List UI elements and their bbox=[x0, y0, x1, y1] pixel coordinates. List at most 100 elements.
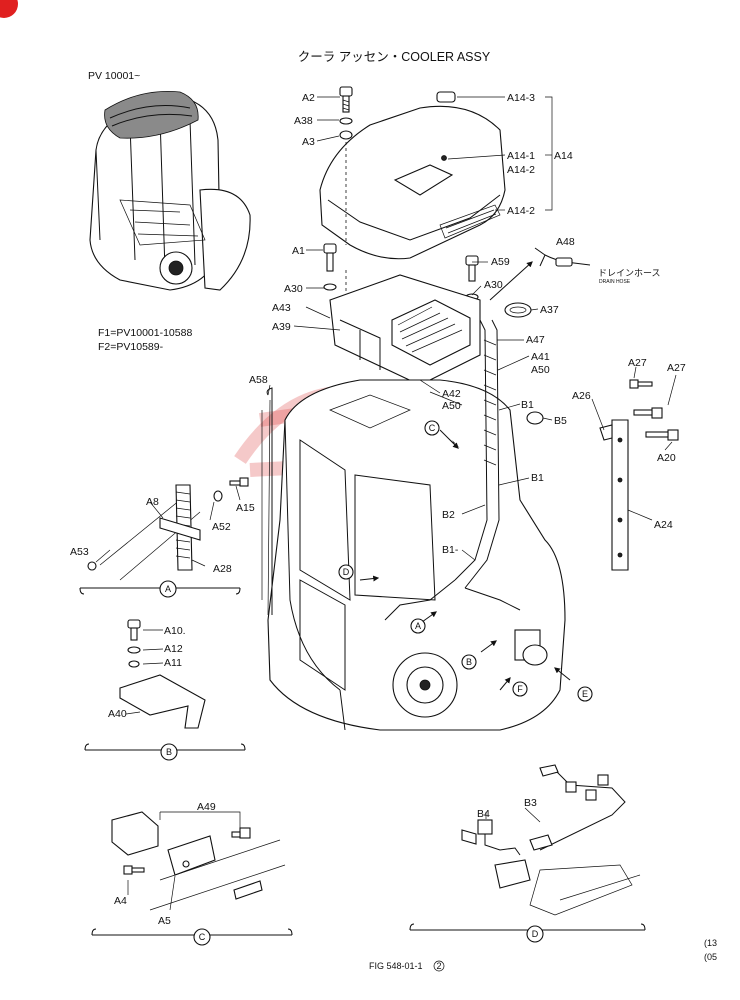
label-a27-left: A27 bbox=[628, 357, 647, 369]
bolt-a59 bbox=[465, 255, 479, 282]
view-marker-e-main: E bbox=[577, 686, 593, 702]
label-a43: A43 bbox=[272, 302, 291, 314]
view-marker-c-main: C bbox=[424, 420, 440, 436]
label-a14: A14 bbox=[554, 150, 573, 162]
label-a12: A12 bbox=[164, 643, 183, 655]
label-a2: A2 bbox=[302, 92, 315, 104]
view-arrows bbox=[359, 429, 571, 691]
serial-range: PV 10001~ bbox=[88, 70, 140, 82]
washer-a38 bbox=[339, 117, 353, 125]
machine-inset-illustration bbox=[89, 91, 251, 291]
label-a28: A28 bbox=[213, 563, 232, 575]
label-a8: A8 bbox=[146, 496, 159, 508]
label-a52: A52 bbox=[212, 521, 231, 533]
label-a40: A40 bbox=[108, 708, 127, 720]
label-a48: A48 bbox=[556, 236, 575, 248]
label-b2: B2 bbox=[442, 509, 455, 521]
label-a53: A53 bbox=[70, 546, 89, 558]
view-marker-d-main: D bbox=[338, 564, 354, 580]
bolt-a4 bbox=[123, 865, 145, 875]
view-marker-b-main: B bbox=[461, 654, 477, 670]
svg-text:B: B bbox=[466, 657, 472, 667]
label-a30-left: A30 bbox=[284, 283, 303, 295]
label-a49: A49 bbox=[197, 801, 216, 813]
washer-a12 bbox=[127, 646, 141, 654]
drain-hose-label-en: DRAIN HOSE bbox=[599, 279, 631, 285]
bolt-a27-upper bbox=[629, 379, 653, 389]
clamp-a37 bbox=[504, 302, 532, 318]
label-a59: A59 bbox=[491, 256, 510, 268]
washer-a30-left bbox=[323, 283, 337, 291]
view-marker-a-detail: A bbox=[165, 584, 171, 594]
variant-f1: F1=PV10001-10588 bbox=[98, 327, 192, 339]
leader-lines bbox=[267, 96, 677, 561]
cap-a14-3 bbox=[436, 91, 456, 103]
part-labels-main: A2 A38 A3 A14-3 A14-1 A14 A14-2 A14-2 A1… bbox=[249, 92, 686, 556]
label-a50-right: A50 bbox=[531, 364, 550, 376]
figure-circle bbox=[433, 960, 445, 972]
detail-view-a: A8 A52 A15 A53 A28 A bbox=[70, 477, 255, 598]
label-b1-lower: B1- bbox=[442, 544, 459, 556]
label-a10: A10. bbox=[164, 625, 186, 637]
bracket-a24 bbox=[611, 419, 629, 571]
label-a15: A15 bbox=[236, 502, 255, 514]
hose-assembly bbox=[384, 319, 548, 666]
label-a20: A20 bbox=[657, 452, 676, 464]
detail-view-b: A10. A12 A11 A40 B bbox=[84, 619, 246, 761]
washer-a11 bbox=[128, 660, 140, 668]
variant-f2: F2=PV10589- bbox=[98, 341, 164, 353]
label-a14-1: A14-1 bbox=[507, 150, 535, 162]
label-a41: A41 bbox=[531, 351, 550, 363]
bolt-a10 bbox=[127, 619, 141, 641]
cooler-cover bbox=[319, 105, 506, 260]
svg-text:F: F bbox=[517, 684, 523, 694]
bolt-a20 bbox=[645, 429, 679, 441]
label-a14-2-lower: A14-2 bbox=[507, 205, 535, 217]
view-marker-c-detail: C bbox=[199, 932, 206, 942]
label-b1-mid: B1 bbox=[531, 472, 544, 484]
label-a4: A4 bbox=[114, 895, 127, 907]
svg-text:A: A bbox=[415, 621, 421, 631]
detail-view-c: A49 A4 A5 C bbox=[91, 801, 293, 946]
label-b5: B5 bbox=[554, 415, 567, 427]
label-a24: A24 bbox=[654, 519, 673, 531]
label-a42: A42 bbox=[442, 388, 461, 400]
label-a39: A39 bbox=[272, 321, 291, 333]
view-marker-a-main: A bbox=[410, 618, 426, 634]
corner-note-2: (05 bbox=[704, 952, 717, 962]
svg-text:C: C bbox=[429, 423, 436, 433]
page-title: クーラ アッセン・COOLER ASSY bbox=[298, 50, 491, 64]
detail-view-d: B4 B3 D bbox=[409, 764, 646, 943]
label-a38: A38 bbox=[294, 115, 313, 127]
label-a30-right: A30 bbox=[484, 279, 503, 291]
bolt-a1 bbox=[323, 243, 337, 272]
washer-a3 bbox=[339, 130, 353, 140]
grommet-b5 bbox=[526, 411, 544, 425]
label-b4: B4 bbox=[477, 808, 490, 820]
view-marker-d-detail: D bbox=[532, 929, 539, 939]
label-b1-upper: B1 bbox=[521, 399, 534, 411]
label-a14-3: A14-3 bbox=[507, 92, 535, 104]
label-a27-right: A27 bbox=[667, 362, 686, 374]
cooler-unit bbox=[329, 274, 481, 386]
figure-circle-number: 2 bbox=[436, 961, 441, 971]
label-a47: A47 bbox=[526, 334, 545, 346]
bolt-a15 bbox=[229, 477, 249, 487]
label-a11: A11 bbox=[164, 657, 182, 669]
corner-note-1: (13 bbox=[704, 938, 717, 948]
drain-hose-a48: ドレインホース DRAIN HOSE bbox=[534, 247, 661, 285]
label-a50-left: A50 bbox=[442, 400, 461, 412]
bolt-a27-lower bbox=[633, 407, 663, 419]
label-a3: A3 bbox=[302, 136, 315, 148]
view-marker-f-main: F bbox=[512, 681, 528, 697]
label-a14-2-upper: A14-2 bbox=[507, 164, 535, 176]
svg-text:D: D bbox=[343, 567, 350, 577]
engine-pulley bbox=[392, 652, 458, 718]
bracket-a26 bbox=[599, 424, 613, 441]
drain-hose-label-jp: ドレインホース bbox=[598, 268, 661, 278]
label-a37: A37 bbox=[540, 304, 559, 316]
label-a1: A1 bbox=[292, 245, 305, 257]
corner-marker bbox=[0, 0, 18, 18]
label-a5: A5 bbox=[158, 915, 171, 927]
